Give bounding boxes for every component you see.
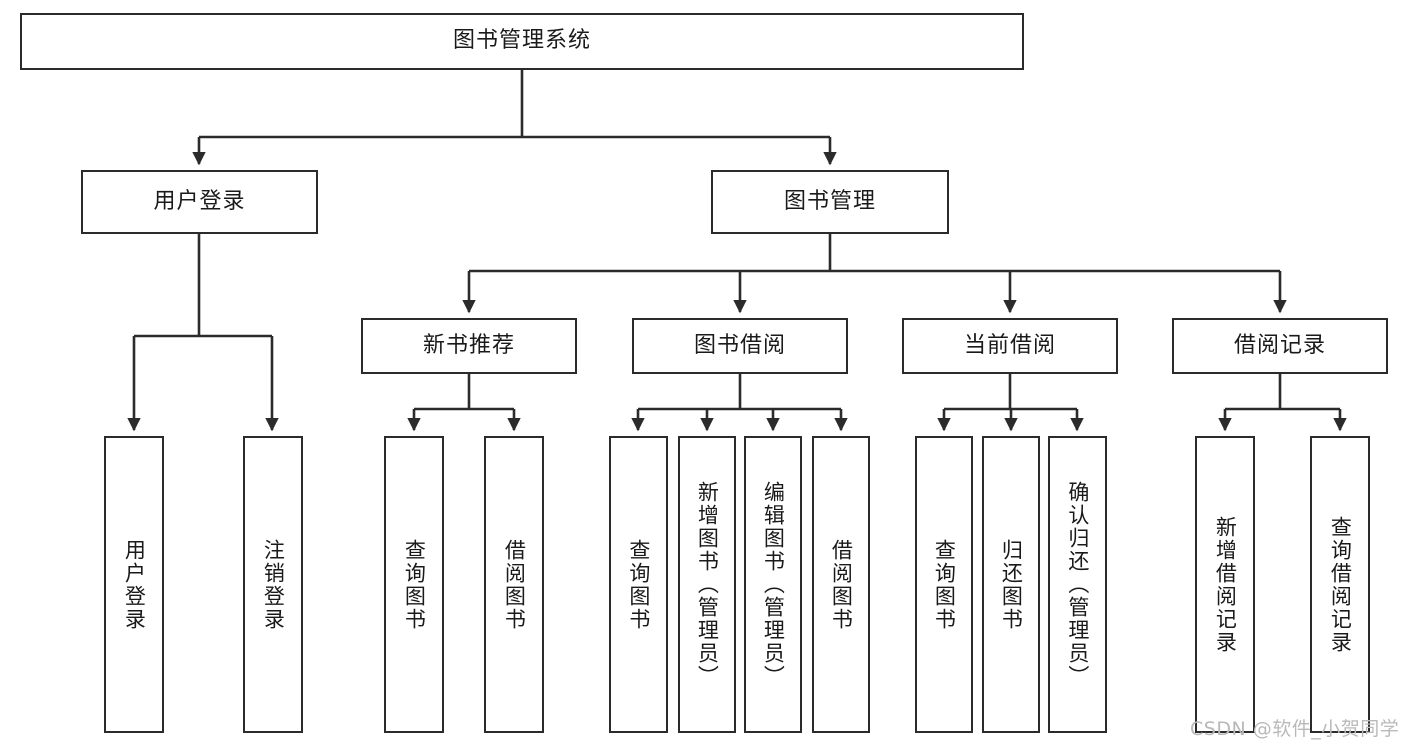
node-user-login[interactable]: 用户登录 xyxy=(81,170,318,234)
leaf-book-borrow-add-book-admin[interactable]: 新增图书（管理员） xyxy=(678,436,736,733)
node-root-book-management-system[interactable]: 图书管理系统 xyxy=(20,13,1024,70)
leaf-user-login-login[interactable]: 用户登录 xyxy=(104,436,164,733)
node-label: 借阅图书 xyxy=(502,538,527,631)
leaf-current-borrow-confirm-return-admin[interactable]: 确认归还（管理员） xyxy=(1048,436,1107,733)
node-label: 确认归还（管理员） xyxy=(1065,481,1090,688)
leaf-new-book-borrow-book[interactable]: 借阅图书 xyxy=(484,436,544,733)
node-label: 图书借阅 xyxy=(693,332,786,358)
node-label: 用户登录 xyxy=(153,188,246,214)
leaf-borrow-record-query-record[interactable]: 查询借阅记录 xyxy=(1310,436,1370,733)
node-label: 图书管理 xyxy=(783,188,876,214)
csdn-watermark: CSDN @软件_小贺同学 xyxy=(1190,718,1400,740)
leaf-borrow-record-add-record[interactable]: 新增借阅记录 xyxy=(1195,436,1255,733)
node-new-book-recommend[interactable]: 新书推荐 xyxy=(361,318,577,374)
node-label: 借阅图书 xyxy=(829,538,854,631)
node-current-borrow[interactable]: 当前借阅 xyxy=(902,318,1118,374)
leaf-user-login-logout[interactable]: 注销登录 xyxy=(243,436,303,733)
leaf-current-borrow-return-book[interactable]: 归还图书 xyxy=(982,436,1040,733)
node-label: 查询借阅记录 xyxy=(1328,515,1353,654)
node-label: 借阅记录 xyxy=(1233,332,1326,358)
node-label: 图书管理系统 xyxy=(452,28,591,54)
leaf-new-book-query-book[interactable]: 查询图书 xyxy=(384,436,444,733)
leaf-book-borrow-query-book[interactable]: 查询图书 xyxy=(609,436,668,733)
leaf-current-borrow-query-book[interactable]: 查询图书 xyxy=(915,436,973,733)
leaf-book-borrow-borrow-book[interactable]: 借阅图书 xyxy=(812,436,870,733)
node-label: 查询图书 xyxy=(402,538,427,631)
node-label: 查询图书 xyxy=(932,538,957,631)
node-label: 新书推荐 xyxy=(422,332,515,358)
leaf-book-borrow-edit-book-admin[interactable]: 编辑图书（管理员） xyxy=(744,436,802,733)
node-borrow-record[interactable]: 借阅记录 xyxy=(1172,318,1388,374)
node-label: 编辑图书（管理员） xyxy=(761,481,786,688)
node-book-borrow[interactable]: 图书借阅 xyxy=(632,318,848,374)
node-label: 新增图书（管理员） xyxy=(695,481,720,688)
node-label: 查询图书 xyxy=(626,538,651,631)
node-label: 当前借阅 xyxy=(963,332,1056,358)
node-book-management[interactable]: 图书管理 xyxy=(711,170,949,234)
node-label: 新增借阅记录 xyxy=(1213,515,1238,654)
node-label: 用户登录 xyxy=(122,538,147,631)
node-label: 归还图书 xyxy=(999,538,1024,631)
node-label: 注销登录 xyxy=(261,538,286,631)
